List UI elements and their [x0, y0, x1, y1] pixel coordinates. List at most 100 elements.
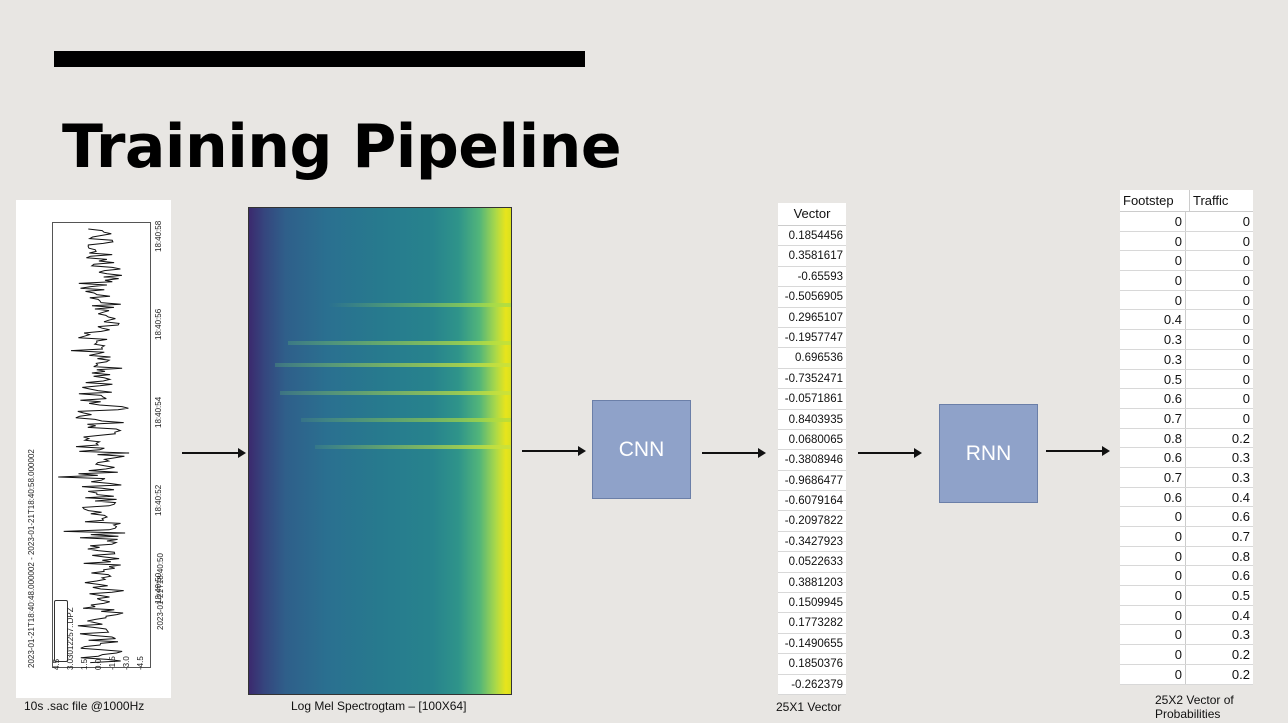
- prob-footstep-cell: 0.3: [1120, 349, 1186, 369]
- vector-cell: -0.3427923: [778, 532, 846, 553]
- prob-traffic-cell: 0: [1242, 391, 1250, 407]
- probability-caption-line1: 25X2 Vector of: [1155, 693, 1234, 707]
- slide-title: Training Pipeline: [62, 112, 622, 182]
- waveform-caption: 10s .sac file @1000Hz: [24, 699, 145, 713]
- waveform-time-range-label: 2023-01-21T18:40:48.000002 - 2023-01-21T…: [27, 449, 36, 668]
- prob-footstep-cell: 0.6: [1120, 448, 1186, 467]
- vector-cell: 0.1773282: [778, 613, 846, 634]
- prob-footstep-cell: 0: [1120, 625, 1186, 645]
- header-traffic: Traffic: [1193, 193, 1229, 208]
- vector-cell: -0.3808946: [778, 450, 846, 471]
- prob-footstep-cell: 0.8: [1120, 428, 1186, 448]
- prob-footstep-cell: 0: [1120, 566, 1186, 586]
- waveform-amplitude-tick: 3.0: [66, 658, 75, 670]
- arrow-cnn-to-vector: [702, 448, 766, 458]
- vector-cell: 0.3881203: [778, 573, 846, 594]
- waveform-amplitude-tick: -3.0: [122, 656, 131, 670]
- prob-footstep-cell: 0.4: [1120, 310, 1186, 330]
- vector-cell: 0.696536: [778, 348, 846, 369]
- prob-footstep-cell: 0: [1120, 586, 1186, 605]
- prob-traffic-cell: 0.6: [1231, 568, 1250, 584]
- spectrogram-image: [248, 207, 512, 695]
- prob-footstep-cell: 0: [1120, 527, 1186, 546]
- spectrogram-caption: Log Mel Spectrogtam – [100X64]: [291, 699, 467, 713]
- waveform-time-tick: 18:40:56: [154, 308, 163, 340]
- arrow-rnn-to-probabilities: [1046, 446, 1110, 456]
- prob-footstep-cell: 0: [1120, 546, 1186, 566]
- probability-caption: 25X2 Vector of Probabilities: [1155, 693, 1234, 721]
- waveform-amplitude-tick: 4.5: [52, 658, 61, 670]
- rnn-block: RNN: [939, 404, 1038, 503]
- prob-footstep-cell: 0: [1120, 251, 1186, 271]
- vector-cell: -0.262379: [778, 675, 846, 695]
- prob-traffic-cell: 0: [1242, 351, 1250, 367]
- prob-footstep-cell: 0: [1120, 290, 1186, 310]
- vector-cell: -0.0571861: [778, 389, 846, 410]
- prob-footstep-cell: 0: [1120, 605, 1186, 625]
- prob-footstep-cell: 0.3: [1120, 330, 1186, 349]
- waveform-amplitude-tick: -4.5: [136, 656, 145, 670]
- prob-footstep-cell: 0: [1120, 271, 1186, 290]
- prob-traffic-cell: 0.2: [1231, 647, 1250, 663]
- vector-cell: -0.2097822: [778, 511, 846, 532]
- waveform-time-axis-label: 2023-01-21T18:40:50: [156, 553, 165, 630]
- prob-traffic-cell: 0: [1242, 273, 1250, 289]
- prob-traffic-cell: 0.5: [1231, 588, 1250, 604]
- header-footstep: Footstep: [1120, 190, 1190, 211]
- prob-traffic-cell: 0: [1242, 332, 1250, 348]
- vector-cell: 0.0680065: [778, 430, 846, 451]
- prob-traffic-cell: 0: [1242, 371, 1250, 387]
- prob-traffic-cell: 0.3: [1231, 450, 1250, 466]
- prob-footstep-cell: 0: [1120, 507, 1186, 526]
- prob-footstep-cell: 0.7: [1120, 467, 1186, 487]
- waveform-time-tick: 18:40:52: [154, 484, 163, 516]
- prob-traffic-cell: 0: [1242, 312, 1250, 328]
- vector-cell: -0.7352471: [778, 369, 846, 390]
- waveform-amplitude-tick: 0.0: [94, 658, 103, 670]
- prob-traffic-cell: 0.4: [1231, 607, 1250, 623]
- vector-header: Vector: [778, 203, 846, 226]
- prob-traffic-cell: 0.2: [1231, 666, 1250, 682]
- prob-traffic-cell: 0: [1242, 253, 1250, 269]
- station-label: 3012257..DPZ: [66, 607, 75, 659]
- waveform-time-tick: 18:40:54: [154, 396, 163, 428]
- prob-traffic-cell: 0: [1242, 410, 1250, 426]
- arrow-vector-to-rnn: [858, 448, 922, 458]
- prob-footstep-cell: 0.6: [1120, 389, 1186, 408]
- waveform-time-tick: 18:40:58: [154, 220, 163, 252]
- cnn-block: CNN: [592, 400, 691, 499]
- waveform-plot: 2023-01-21T18:40:48.000002 - 2023-01-21T…: [16, 200, 171, 698]
- arrow-spectrogram-to-cnn: [522, 446, 586, 456]
- vector-cell: 0.1850376: [778, 654, 846, 675]
- vector-cell: 0.3581617: [778, 246, 846, 267]
- waveform-frame: [52, 222, 151, 668]
- prob-footstep-cell: 0: [1120, 645, 1186, 664]
- vector-caption: 25X1 Vector: [776, 700, 842, 714]
- probability-header-row: Footstep Traffic: [1120, 190, 1253, 212]
- waveform-amplitude-tick: 1.5: [80, 658, 89, 670]
- vector-cell: 0.0522633: [778, 552, 846, 573]
- waveform-trace: [58, 228, 130, 664]
